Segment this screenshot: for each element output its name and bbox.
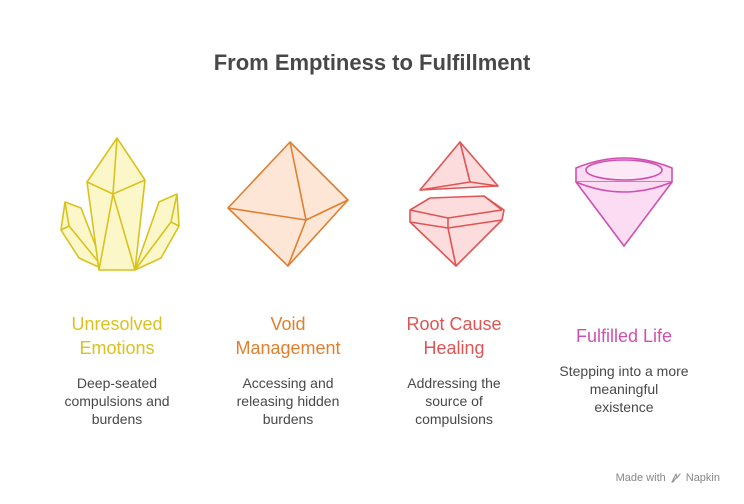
stage-root-cause-healing <box>388 130 528 280</box>
octahedron-gem-icon <box>227 141 349 267</box>
stage-title-void-management: Void Management <box>213 312 363 360</box>
footer-attribution: Made with Napkin <box>616 472 720 484</box>
stage-fulfilled-life <box>554 130 694 280</box>
stage-title-line: Fulfilled Life <box>575 326 673 346</box>
stage-title-unresolved-emotions: Unresolved Emotions <box>42 312 192 360</box>
stage-desc-line: burdens <box>262 411 314 427</box>
stage-desc-line: compulsions and <box>64 393 170 409</box>
stage-desc-line: compulsions <box>415 411 493 427</box>
stage-title-fulfilled-life: Fulfilled Life <box>549 324 699 348</box>
stage-title-line: Root Cause <box>406 314 502 334</box>
made-with-label: Made with <box>615 472 666 484</box>
stage-desc-unresolved-emotions: Deep-seated compulsions and burdens <box>42 374 192 428</box>
stage-desc-line: releasing hidden <box>236 393 340 409</box>
stage-title-line: Emotions <box>79 338 155 358</box>
stage-desc-line: Stepping into a more <box>559 363 689 379</box>
stage-desc-line: Addressing the <box>407 375 501 391</box>
stage-title-line: Healing <box>423 338 485 358</box>
crystal-cluster-icon <box>60 137 180 271</box>
napkin-logo-icon <box>671 473 681 483</box>
stage-title-line: Void <box>270 314 306 334</box>
stage-desc-fulfilled-life: Stepping into a more meaningful existenc… <box>549 362 699 416</box>
stage-desc-line: source of <box>425 393 483 409</box>
stage-desc-line: burdens <box>91 411 143 427</box>
stage-desc-line: Accessing and <box>242 375 334 391</box>
diamond-icon <box>575 157 673 247</box>
brand-label: Napkin <box>685 472 720 484</box>
stage-desc-void-management: Accessing and releasing hidden burdens <box>213 374 363 428</box>
stage-title-root-cause-healing: Root Cause Healing <box>379 312 529 360</box>
stage-unresolved-emotions <box>51 130 191 280</box>
stage-void-management <box>218 130 358 280</box>
stage-desc-root-cause-healing: Addressing the source of compulsions <box>379 374 529 428</box>
stage-desc-line: existence <box>594 399 654 415</box>
stage-desc-line: Deep-seated <box>76 375 158 391</box>
stage-title-line: Unresolved <box>71 314 163 334</box>
stage-desc-line: meaningful <box>589 381 659 397</box>
split-gem-icon <box>409 141 505 267</box>
stage-title-line: Management <box>235 338 341 358</box>
page-title: From Emptiness to Fulfillment <box>213 50 531 75</box>
